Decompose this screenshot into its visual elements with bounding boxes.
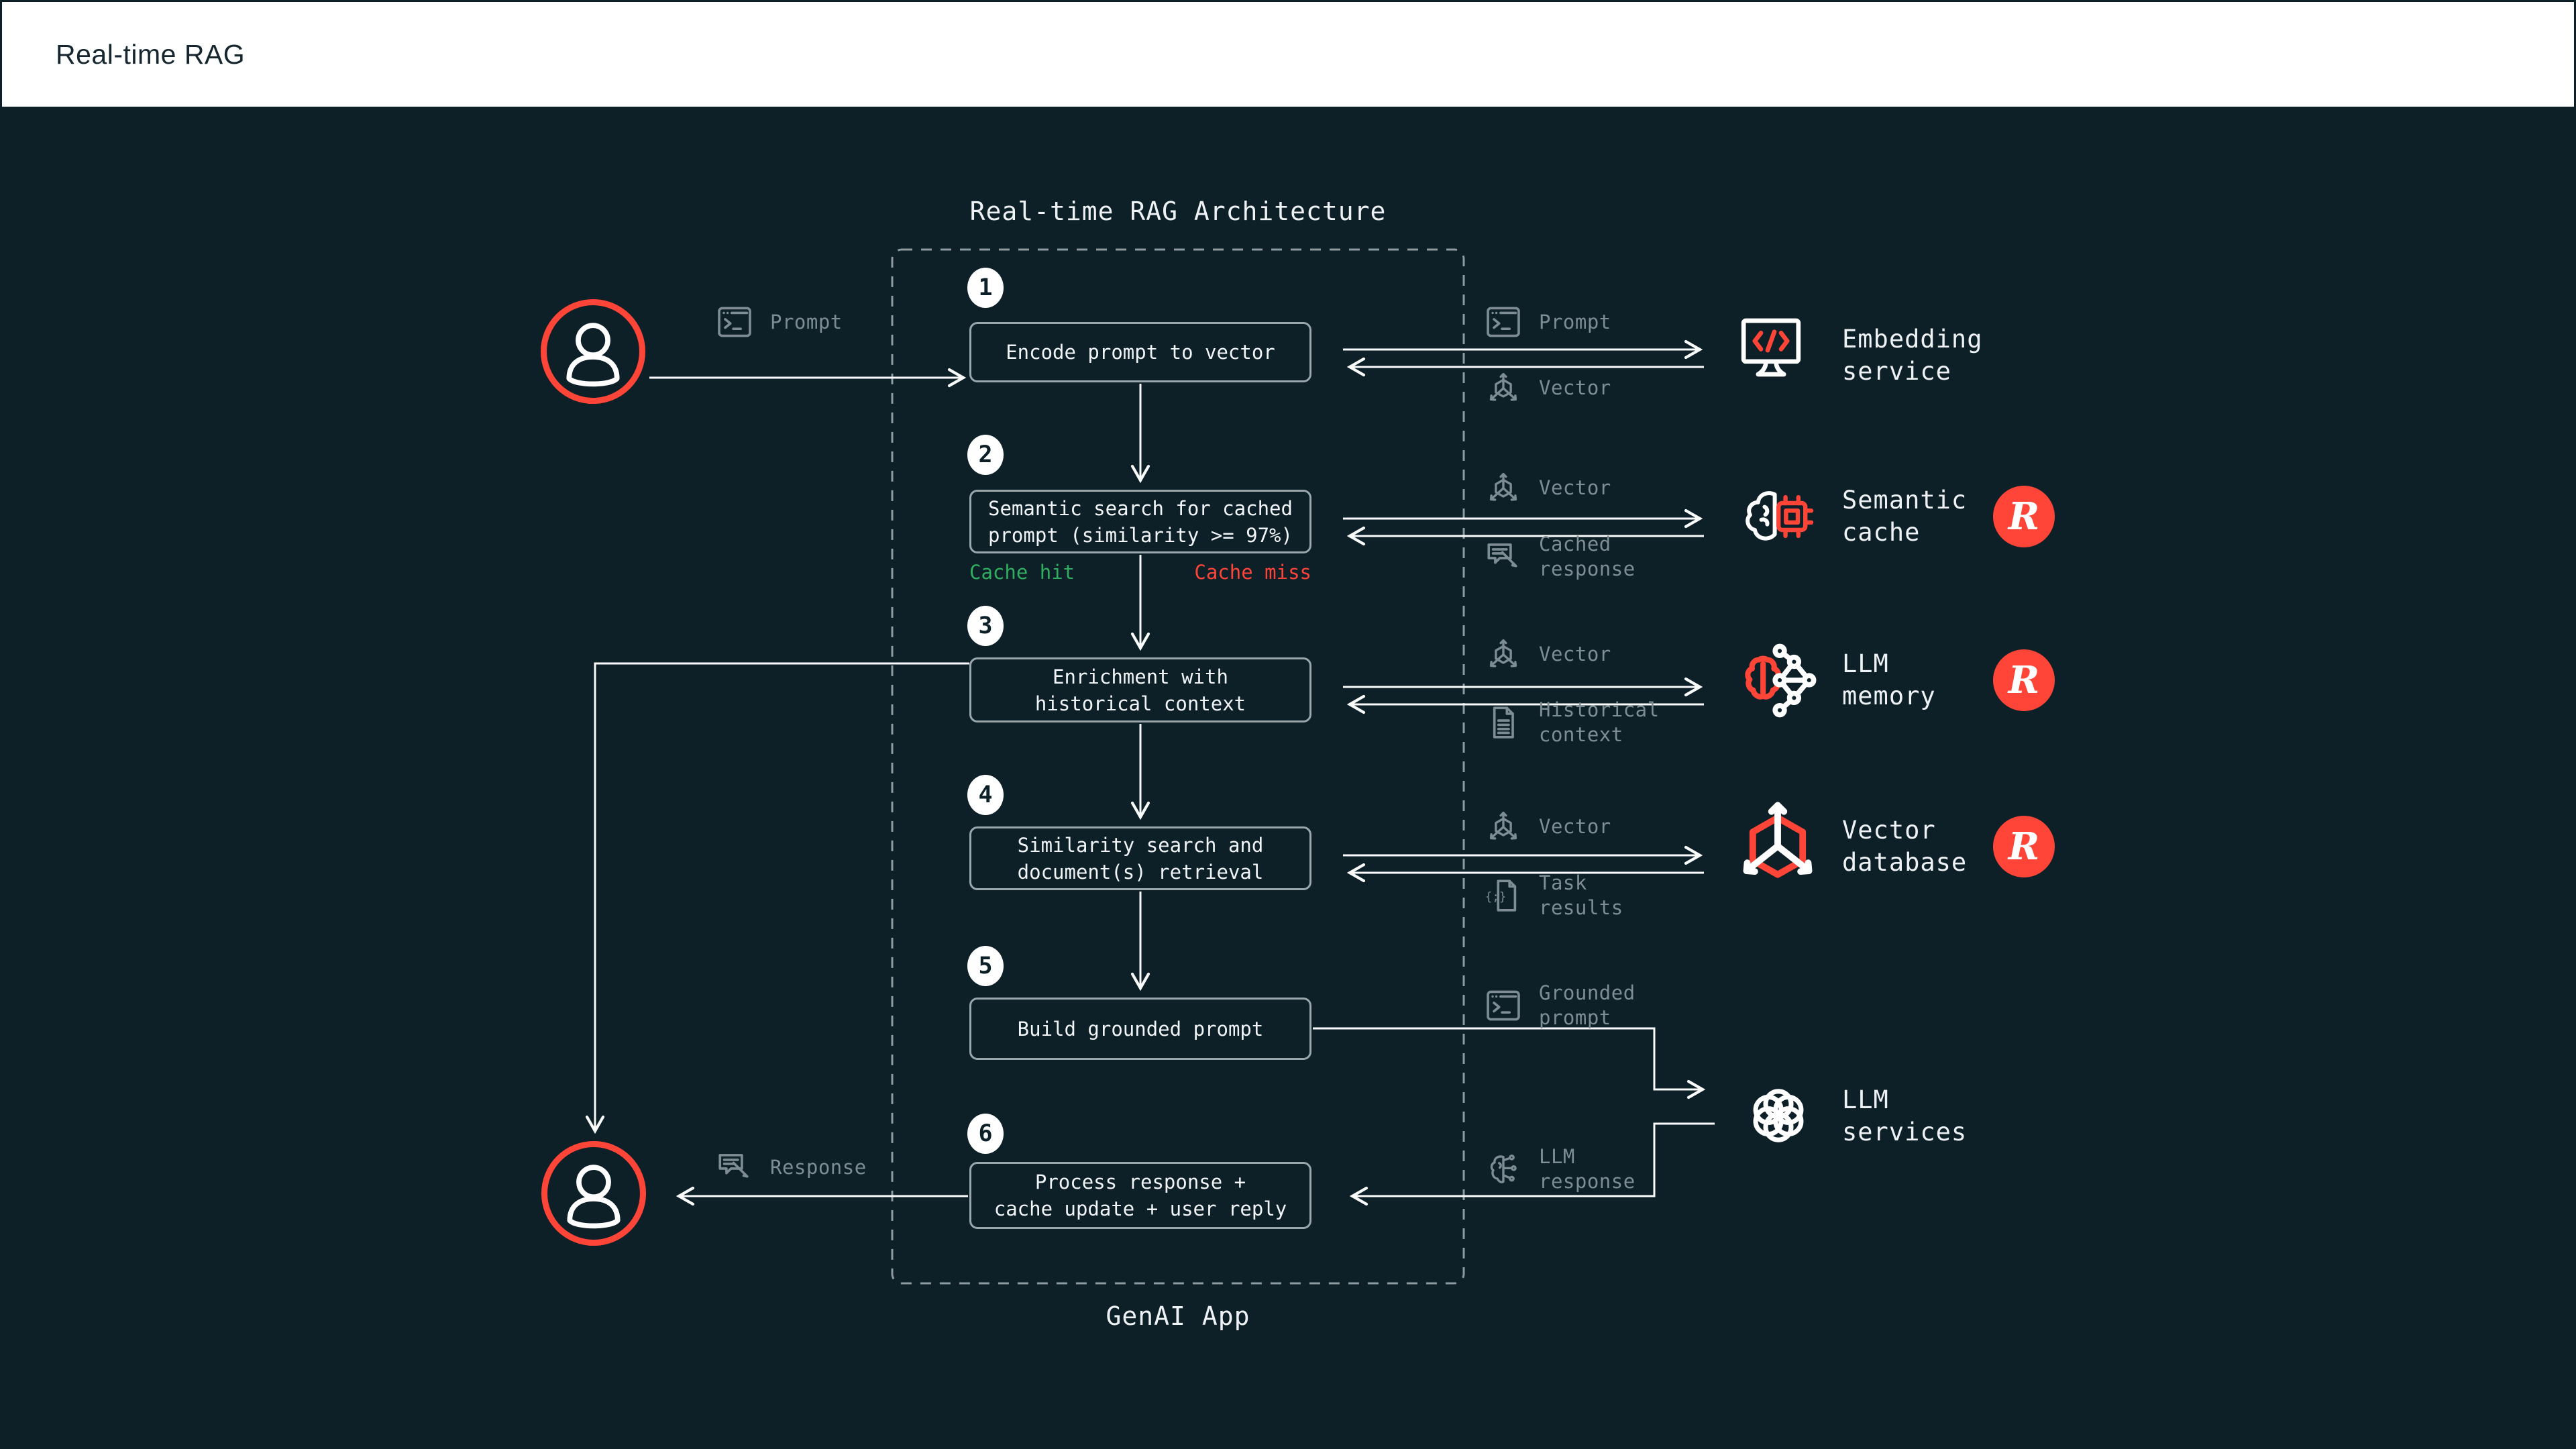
llm-services-openai-icon — [1753, 1089, 1804, 1142]
step-box-1: Encode prompt to vector — [969, 322, 1311, 382]
edge-llm-to-step6 — [1349, 1122, 1715, 1206]
user-icon-top — [540, 299, 646, 405]
service-label-embedding: Embedding service — [1842, 325, 1983, 386]
edge-label-grounded-prompt: Grounded prompt — [1484, 980, 1635, 1031]
step-box-3: Enrichment with historical context — [969, 657, 1311, 722]
vector-axes-icon — [1484, 635, 1523, 674]
brain-circuit-icon — [1484, 1150, 1523, 1189]
cache-miss-label: Cache miss — [1194, 561, 1311, 584]
document-icon — [1484, 703, 1523, 742]
edge-step5-to-llm — [1313, 1027, 1706, 1099]
chat-edit-icon — [1484, 537, 1523, 576]
edge-label-user-prompt: Prompt — [715, 302, 843, 342]
edge-cache-hit-to-user — [585, 662, 969, 1134]
step-box-5: Build grounded prompt — [969, 998, 1311, 1060]
step-badge-1: 1 — [967, 268, 1004, 308]
step-badge-6: 6 — [967, 1114, 1004, 1154]
step-label: Build grounded prompt — [1017, 1017, 1264, 1040]
vector-axes-icon — [1484, 807, 1523, 846]
terminal-icon — [1484, 986, 1523, 1025]
step-badge-3: 3 — [967, 606, 1004, 646]
llm-memory-icon — [1745, 643, 1817, 718]
page-title: Real-time RAG — [56, 38, 246, 70]
service-label-llm-services: LLM services — [1842, 1085, 1968, 1146]
step-label: Encode prompt to vector — [1006, 341, 1275, 364]
semantic-cache-icon — [1746, 491, 1814, 541]
step-label: Process response + cache update + user r… — [994, 1171, 1287, 1220]
service-label-llm-memory: LLM memory — [1842, 649, 1936, 710]
step-box-4: Similarity search and document(s) retrie… — [969, 826, 1311, 890]
vector-axes-icon — [1484, 468, 1523, 507]
genai-app-container — [891, 248, 1465, 1285]
step-label: Similarity search and document(s) retrie… — [1017, 833, 1264, 883]
edge-label-vector-2: Vector — [1484, 468, 1611, 508]
task-results-doc-icon — [1484, 876, 1523, 915]
chat-edit-icon — [715, 1148, 754, 1187]
step-label: Enrichment with historical context — [1034, 665, 1246, 715]
step-box-2: Semantic search for cached prompt (simil… — [969, 490, 1311, 553]
step-label: Semantic search for cached prompt (simil… — [988, 496, 1293, 547]
edge-label-task-results: Task results — [1484, 870, 1623, 921]
redis-badge-vector-database: R — [1993, 816, 2055, 877]
user-icon-bottom — [541, 1140, 647, 1246]
edge-label-vector-4: Vector — [1484, 806, 1611, 847]
terminal-icon — [715, 303, 754, 341]
service-label-vector-database: Vector database — [1842, 816, 1968, 877]
edge-label-response: Response — [715, 1147, 867, 1187]
vector-database-icon — [1743, 802, 1813, 878]
genai-app-label: GenAI App — [1106, 1301, 1250, 1331]
vector-axes-icon — [1484, 368, 1523, 407]
redis-badge-semantic-cache: R — [1993, 486, 2055, 547]
terminal-icon — [1484, 303, 1523, 341]
step-box-6: Process response + cache update + user r… — [969, 1162, 1311, 1229]
edge-label-prompt: Prompt — [1484, 302, 1611, 342]
edge-label-cached-response: Cached response — [1484, 531, 1635, 582]
edge-label-vector-1: Vector — [1484, 368, 1611, 408]
header-bar: Real-time RAG — [0, 0, 2576, 107]
edge-label-historical-context: Historical context — [1484, 697, 1660, 748]
branch-labels: Cache hit Cache miss — [969, 561, 1311, 584]
step-badge-5: 5 — [967, 946, 1004, 986]
redis-badge-llm-memory: R — [1993, 649, 2055, 711]
embedding-service-icon — [1741, 318, 1801, 377]
edge-label-vector-3: Vector — [1484, 634, 1611, 674]
step-badge-4: 4 — [967, 775, 1004, 815]
diagram-title: Real-time RAG Architecture — [969, 197, 1387, 226]
step-badge-2: 2 — [967, 435, 1004, 475]
cache-hit-label: Cache hit — [969, 561, 1075, 584]
edge-label-llm-response: LLM response — [1484, 1144, 1635, 1195]
service-label-semantic-cache: Semantic cache — [1842, 486, 1968, 547]
